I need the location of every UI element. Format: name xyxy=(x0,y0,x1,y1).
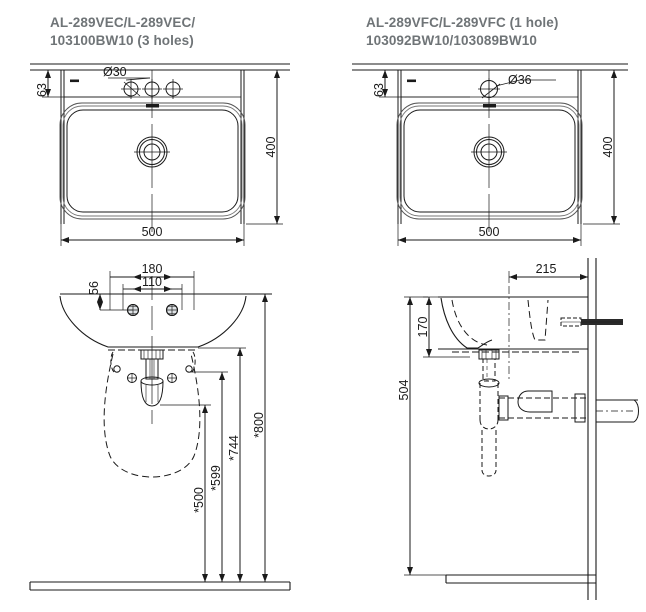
dim-215: 215 xyxy=(536,262,557,276)
dim-dia30: Ø30 xyxy=(103,65,127,79)
dim-800-height: *800 xyxy=(252,412,266,438)
dim-63-right: 63 xyxy=(372,83,386,97)
dim-504: 504 xyxy=(397,380,411,401)
plan-view-3-holes xyxy=(30,63,290,246)
dim-599-height: *599 xyxy=(209,465,223,491)
dim-400-right: 400 xyxy=(601,137,615,158)
view-title-top-right: AL-289VFC/L-289VFC (1 hole)103092BW10/10… xyxy=(366,15,559,48)
dimension-labels: Ø30 63 400 500 Ø36 63 400 500 180 110 56… xyxy=(35,65,615,513)
dim-63-left: 63 xyxy=(35,83,49,97)
dim-400-left: 400 xyxy=(264,137,278,158)
side-elevation-view xyxy=(404,258,639,600)
plan-view-1-hole xyxy=(352,63,628,246)
dim-110: 110 xyxy=(142,275,162,289)
dim-500-height: *500 xyxy=(192,487,206,513)
front-elevation-view xyxy=(29,271,291,591)
dim-744-height: *744 xyxy=(227,435,241,461)
dim-500-left: 500 xyxy=(142,225,163,239)
dim-180: 180 xyxy=(142,262,163,276)
dim-56: 56 xyxy=(87,281,101,295)
dim-dia36: Ø36 xyxy=(508,73,532,87)
dim-500-right: 500 xyxy=(479,225,500,239)
view-title-top-left: AL-289VEC/L-289VEC/103100BW10 (3 holes) xyxy=(50,15,196,48)
dim-170: 170 xyxy=(416,317,430,338)
